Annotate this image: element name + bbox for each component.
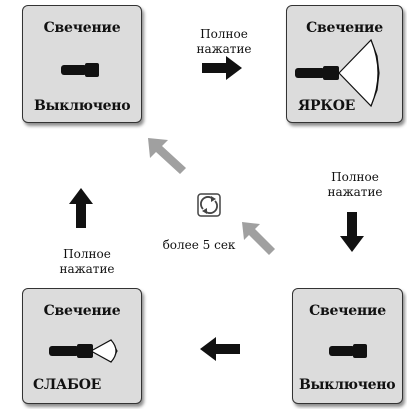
arrow-left-icon [200,337,240,361]
caption-line: Полное [200,27,248,41]
hold-duration-label: более 5 сек [162,238,236,252]
state-card-dim: Свечение СЛАБОЕ [22,288,142,404]
arrow-up-left-icon [148,138,186,174]
flashlight-off-icon [61,63,99,77]
flashlight-dim-icon [49,339,118,363]
caption-line: нажатие [196,42,252,56]
state-title: Свечение [309,303,386,319]
caption-line: нажатие [59,262,115,276]
state-title: Свечение [43,303,121,319]
arrow-up-left-icon [242,222,275,255]
transition-caption-right: Полное нажатие [318,170,392,200]
transition-caption-left: Полное нажатие [50,247,124,277]
caption-line: Полное [63,247,111,261]
state-status: СЛАБОЕ [33,377,101,393]
arrow-up-icon [69,188,93,228]
arrow-right-icon [202,56,242,80]
state-title: Свечение [43,20,121,36]
state-card-bright: Свечение ЯРКОЕ [286,5,403,123]
state-card-off-top: Свечение Выключено [22,5,142,123]
flashlight-off-icon [329,344,367,358]
caption-line: Полное [331,170,379,184]
flashlight-bright-icon [295,38,380,108]
arrow-down-icon [340,212,364,252]
state-status: Выключено [34,98,131,114]
transition-caption-top: Полное нажатие [188,27,260,57]
state-status: Выключено [299,377,396,393]
caption-line: нажатие [327,185,383,199]
rotate-icon [197,193,221,217]
state-status: ЯРКОЕ [298,98,355,114]
state-card-off-bottom: Свечение Выключено [292,288,403,404]
state-title: Свечение [306,20,383,36]
